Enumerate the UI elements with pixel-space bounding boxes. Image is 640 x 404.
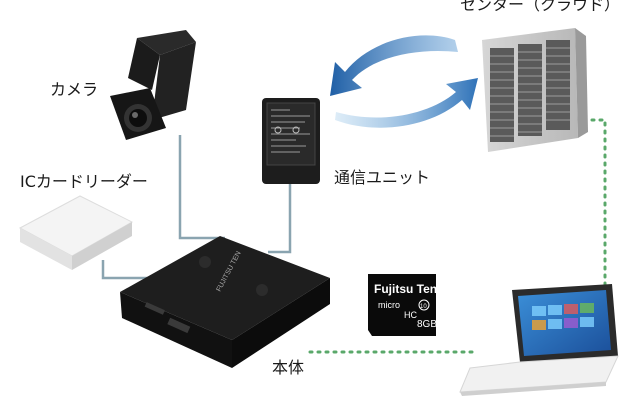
laptop-device [459, 284, 619, 396]
label-camera: カメラ [50, 80, 99, 99]
pc-to-center-link [588, 118, 607, 287]
ic-card-reader-device [18, 195, 134, 270]
sd-brand-text: Fujitsu Ten [374, 282, 437, 296]
camera-cable [178, 135, 225, 240]
sd-class-text: 10 [420, 304, 427, 310]
label-comm-unit: 通信ユニット [334, 168, 431, 187]
main-unit-device: FUJITSU TEN [120, 236, 330, 368]
wireless-links [308, 118, 607, 354]
comm-unit-cable [268, 182, 292, 254]
label-main-unit: 本体 [272, 358, 305, 377]
download-arrow-icon [330, 35, 458, 96]
camera-device [110, 30, 196, 140]
upload-arrow-icon [335, 78, 478, 128]
label-center: センター（クラウド） [460, 0, 621, 14]
sd-capacity-text: 8GB [417, 319, 437, 330]
server-rack [482, 28, 588, 152]
micro-sd-card: Fujitsu Ten micro HC 10 8GB [368, 274, 437, 336]
ic-reader-cable [101, 260, 165, 280]
sd-hc-text: HC [404, 310, 417, 320]
label-ic-reader: ICカードリーダー [20, 172, 148, 191]
cloud-sync-arrows [330, 35, 478, 128]
comm-unit-device [262, 98, 320, 184]
sd-micro-text: micro [378, 300, 400, 310]
connector-lines [101, 135, 292, 280]
